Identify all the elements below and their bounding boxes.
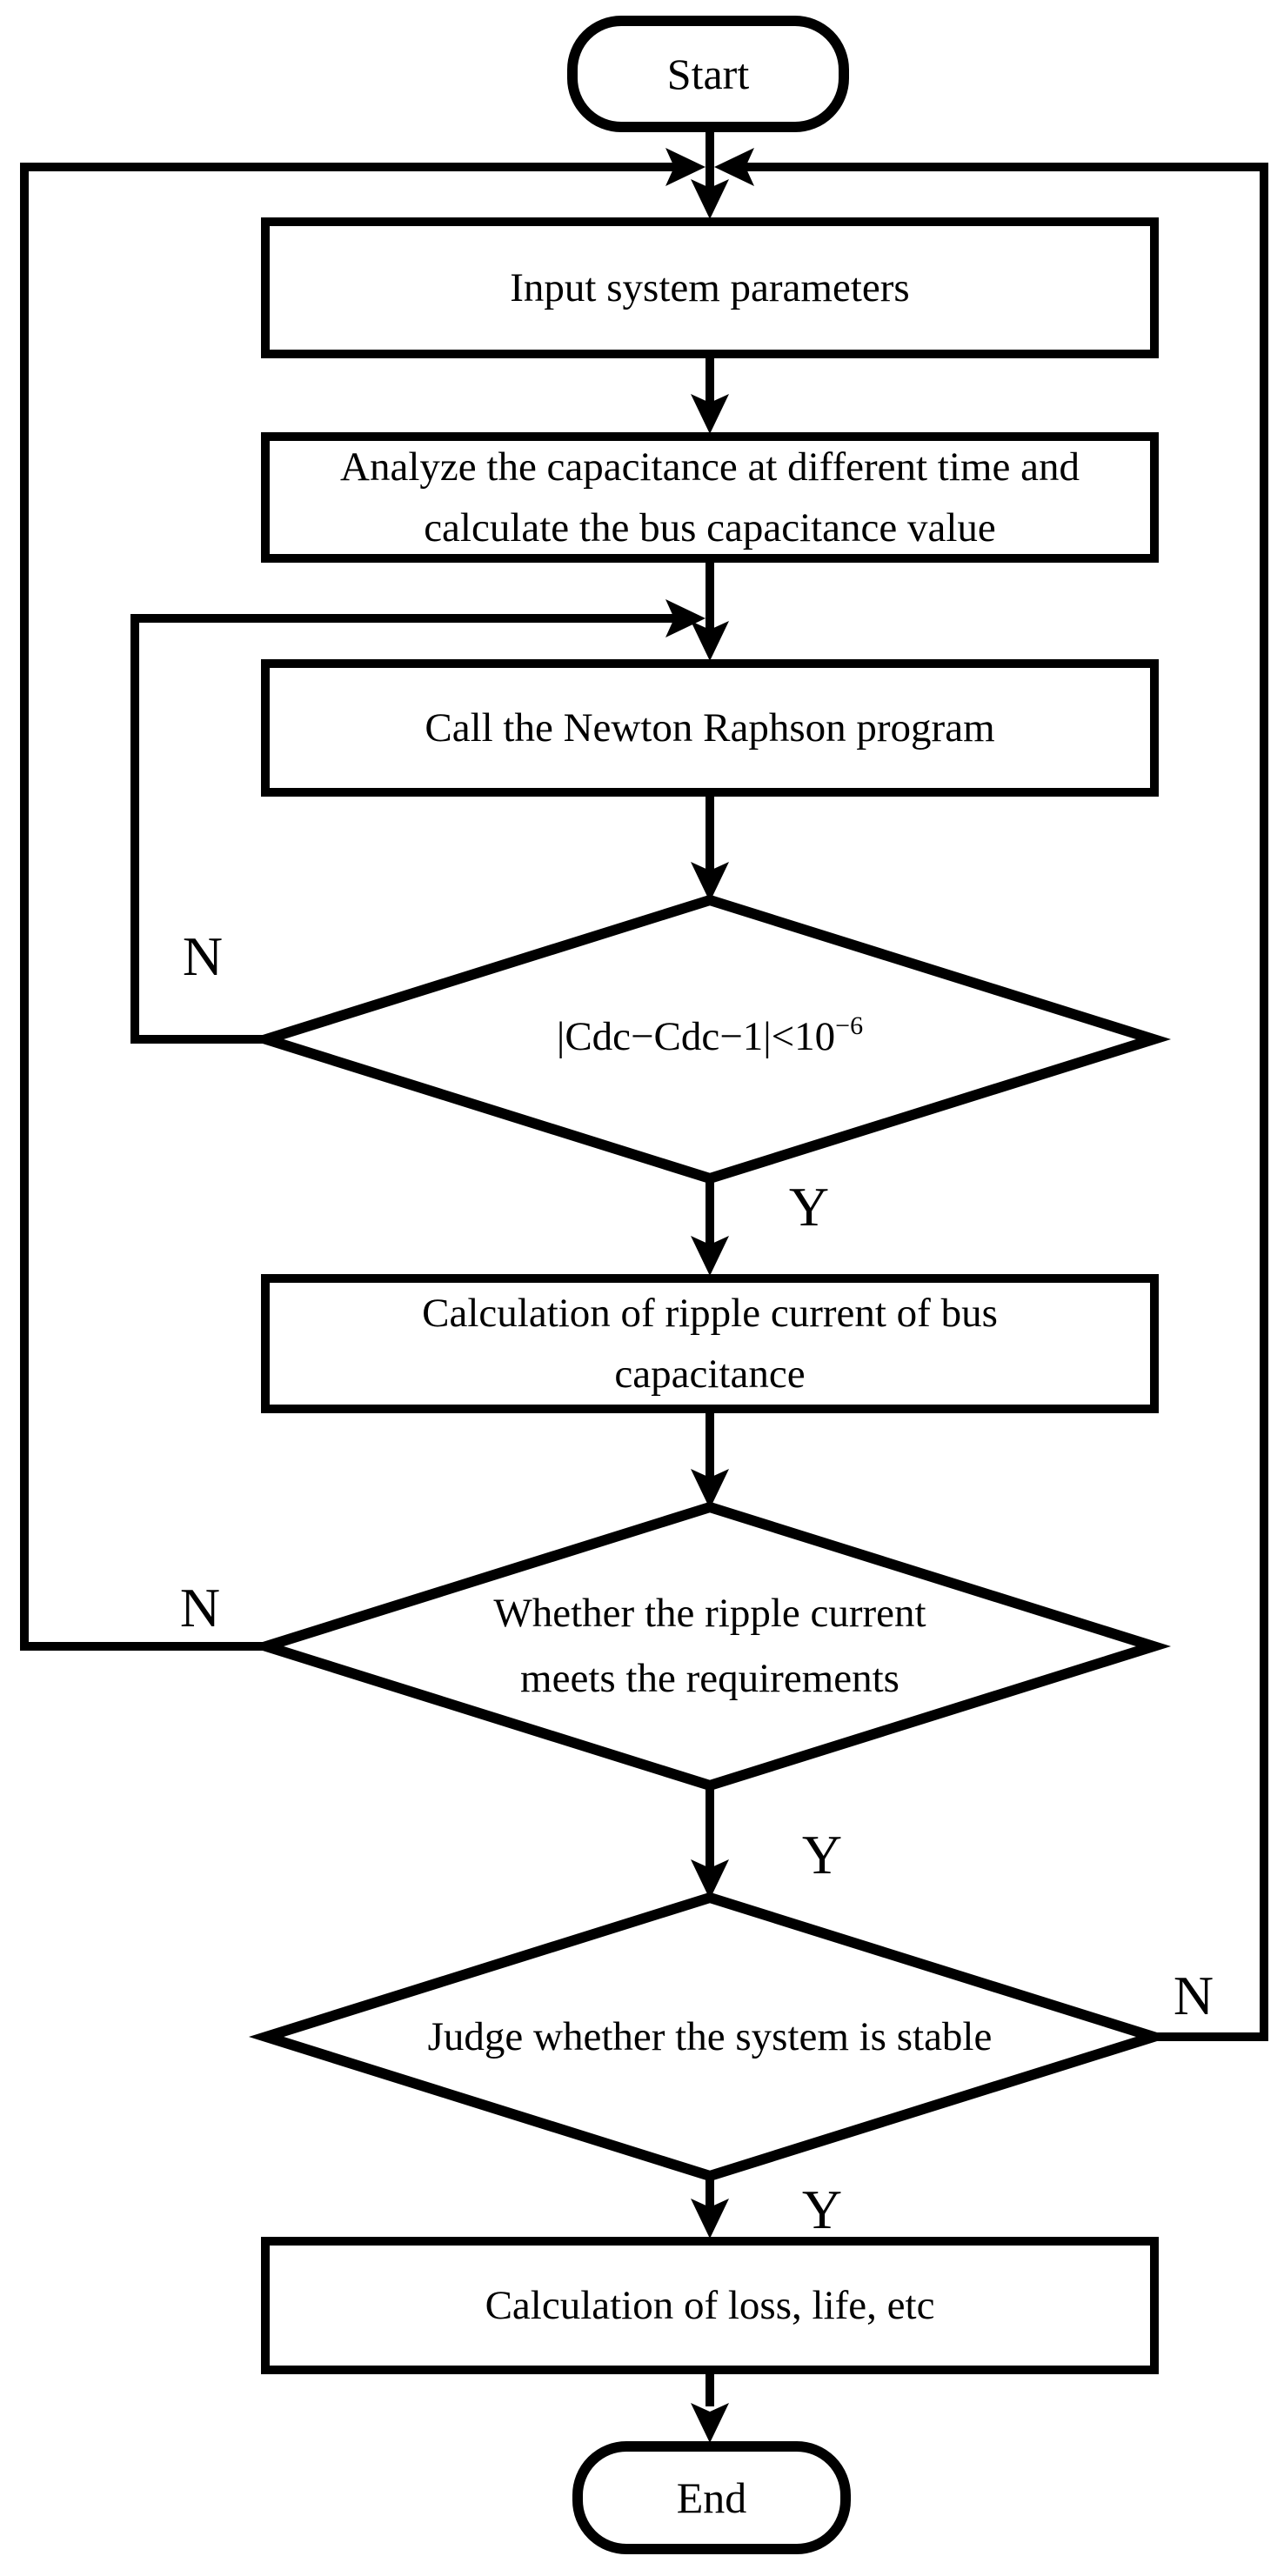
arrowhead-into-newton xyxy=(691,621,729,661)
process-newton-raphson: Call the Newton Raphson program xyxy=(261,659,1159,797)
arrowhead-layer xyxy=(665,148,754,2443)
edge-label-stable-yes: Y xyxy=(801,2179,843,2240)
terminator-end: End xyxy=(572,2441,851,2554)
terminator-end-label: End xyxy=(676,2473,747,2522)
arrowhead-into-input xyxy=(691,179,729,219)
arrowhead-stability-no-junction xyxy=(714,148,754,186)
edge-label-cdc-yes: Y xyxy=(788,1176,830,1238)
process-ripple-calc-line1: Calculation of ripple current of bus xyxy=(422,1291,998,1336)
arrowhead-into-loss-calc xyxy=(691,2199,729,2239)
process-input-params-label: Input system parameters xyxy=(510,265,910,310)
arrowhead-into-analyze xyxy=(691,394,729,434)
process-loss-calc: Calculation of loss, life, etc xyxy=(261,2237,1159,2374)
edge-label-cdc-no: N xyxy=(182,925,224,987)
process-analyze-capacitance-line1: Analyze the capacitance at different tim… xyxy=(340,444,1080,490)
edge-ripple-no-loopback xyxy=(20,163,676,1651)
process-newton-raphson-label: Call the Newton Raphson program xyxy=(425,705,995,751)
decision-cdc-convergence-shape xyxy=(248,894,1172,1185)
process-ripple-calc-line2: capacitance xyxy=(614,1351,806,1397)
process-ripple-calc: Calculation of ripple current of bus cap… xyxy=(261,1274,1159,1413)
arrowhead-into-stability-check xyxy=(691,1859,729,1899)
process-input-params: Input system parameters xyxy=(261,217,1159,358)
arrowhead-into-cdc-check xyxy=(691,862,729,902)
edge-label-ripple-no: N xyxy=(179,1577,221,1638)
terminator-start: Start xyxy=(567,16,849,132)
edge-cdc-no-loopback xyxy=(130,614,676,1044)
decision-stability-check-shape xyxy=(248,1892,1172,2182)
arrowhead-into-ripple-calc xyxy=(691,1236,729,1276)
edge-label-ripple-yes: Y xyxy=(801,1824,843,1885)
arrowhead-into-ripple-check xyxy=(691,1469,729,1509)
process-analyze-capacitance-line2: calculate the bus capacitance value xyxy=(424,505,996,551)
arrowhead-cdc-no-junction xyxy=(665,599,706,637)
edge-label-stable-no: N xyxy=(1173,1965,1214,2026)
terminator-start-label: Start xyxy=(666,50,750,98)
process-analyze-capacitance: Analyze the capacitance at different tim… xyxy=(261,432,1159,563)
arrowhead-ripple-no-junction xyxy=(665,148,706,186)
process-loss-calc-label: Calculation of loss, life, etc xyxy=(485,2283,935,2328)
edge-stability-no-loopback xyxy=(744,163,1268,2041)
arrowhead-into-end xyxy=(691,2403,729,2443)
decision-ripple-check-shape xyxy=(248,1501,1172,1792)
